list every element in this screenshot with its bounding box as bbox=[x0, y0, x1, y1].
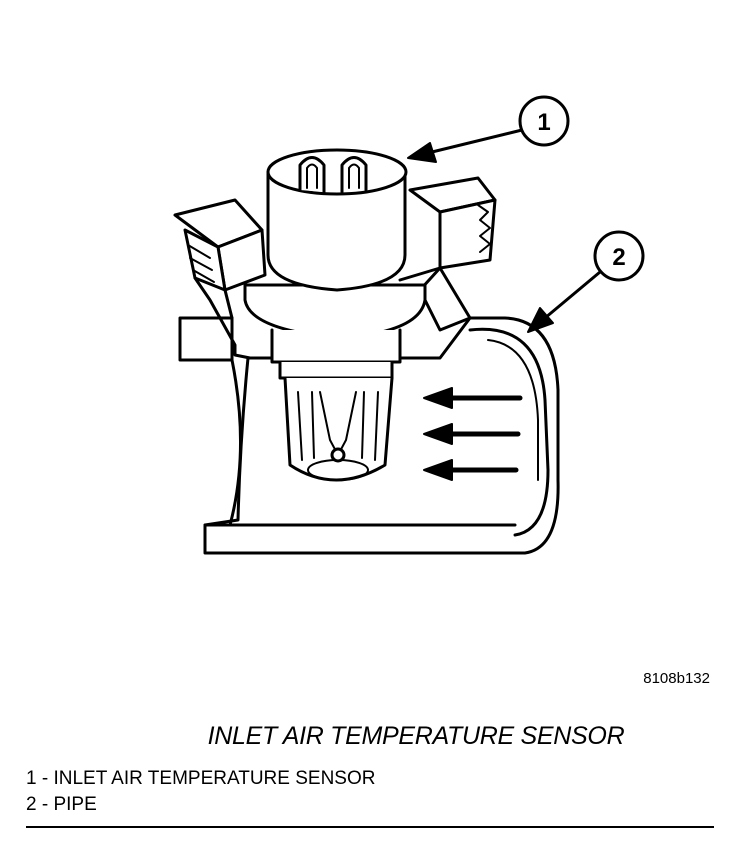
sensor-housing bbox=[243, 148, 427, 380]
airflow-arrows bbox=[423, 387, 523, 481]
figure-id: 8108b132 bbox=[643, 670, 710, 687]
legend-item-1: 1 - INLET AIR TEMPERATURE SENSOR bbox=[26, 768, 376, 789]
callout-2: 2 bbox=[527, 230, 645, 333]
callout-1: 1 bbox=[407, 95, 570, 163]
sensor-pipe-illustration: 1 2 bbox=[173, 95, 645, 555]
callout-2-label: 2 bbox=[612, 244, 625, 271]
callout-1-label: 1 bbox=[537, 109, 550, 136]
bottom-rule bbox=[26, 826, 714, 828]
legend: 1 - INLET AIR TEMPERATURE SENSOR 2 - PIP… bbox=[26, 766, 375, 818]
mounting-boss bbox=[173, 176, 497, 360]
figure-title: INLET AIR TEMPERATURE SENSOR bbox=[207, 722, 625, 750]
legend-item-2: 2 - PIPE bbox=[26, 794, 97, 815]
sensor-probe bbox=[283, 376, 394, 482]
